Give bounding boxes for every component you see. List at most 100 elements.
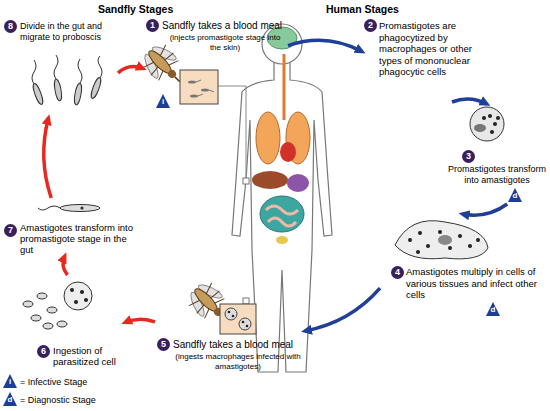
amastigotes [70,288,88,304]
legend-triangle [3,374,17,388]
cycle-arrow [452,99,487,104]
legend-text: = Infective Stage [20,377,87,388]
promastigote-group [31,77,102,106]
stage-group: 2Promastigotes are phagocytized by macro… [362,18,482,102]
amastigote [37,293,47,299]
amastigote [246,325,249,328]
skin-inset [180,70,218,104]
step-number: 6 [37,345,50,358]
step-number: 8 [4,20,17,33]
stage-text: (injects promastigote stage into the ski… [165,33,285,52]
skin-marker [243,298,249,304]
skin-marker [243,178,249,184]
lung [256,112,280,164]
flagella [32,55,102,84]
amastigotes [482,114,500,134]
amastigote [242,321,245,324]
amastigote [458,234,462,238]
cycle-arrow [288,40,362,51]
stage-marker-letter: d [5,395,15,405]
stage-text: Sandfly takes a blood meal [162,20,288,32]
stage-text: (ingests macrophages infected with amast… [175,352,301,371]
amastigote [496,116,500,120]
step-number: 5 [157,338,170,351]
sandfly-legs [143,45,180,82]
step-number: 7 [4,224,17,237]
stomach [287,174,309,192]
amastigote [43,323,53,329]
amastigote [426,244,430,248]
cycle-arrow [305,288,380,331]
flagella [196,80,214,96]
stage-group: 3Promastigotes transform into amastigote… [446,104,548,204]
stage-group: 6Ingestion of parasitized cell [10,275,125,370]
promastigote [60,205,100,212]
amastigote [416,250,420,254]
amastigote [232,315,235,318]
cycle-arrow [118,67,143,73]
skin-inset [220,304,256,334]
stage-marker-letter: d [488,305,498,315]
promastigote [188,81,196,84]
amastigote [493,122,497,126]
stage-text: Divide in the gut and migrate to probosc… [20,21,116,43]
stage-group: 8Divide in the gut and migrate to probos… [2,18,118,118]
intestines [260,196,304,232]
amastigote [448,246,452,250]
cycle-arrow [125,319,155,322]
bladder [276,236,288,244]
heart [280,142,296,162]
section-heading: Human Stages [326,3,399,16]
amastigotes [228,311,249,328]
step-number: 4 [391,266,404,279]
promastigote [190,95,198,98]
stage-text: Promastigotes are phagocytized by macrop… [379,20,482,78]
infected-cell [395,221,488,259]
stage-triangle [156,94,170,108]
stage-marker-letter: i [5,377,15,387]
macrophage [225,308,237,320]
amastigote [468,244,472,248]
amastigote [488,114,492,118]
stage-group: 5Sandfly takes a blood meal(ingests macr… [155,285,305,377]
stage-group: 4Amastigotes multiply in cells of variou… [380,214,545,320]
amastigote [228,311,231,314]
step-number: 1 [146,19,159,32]
promastigote [53,79,63,102]
stage-text: Amastigotes transform into promastigote … [20,222,138,255]
liver [252,171,288,189]
macrophage [239,318,251,330]
promastigote [89,77,102,100]
leader-line [218,86,246,178]
macrophage [470,107,504,141]
promastigote [31,83,44,106]
amastigote [490,130,494,134]
legend-text: = Diagnostic Stage [20,395,96,406]
stage-triangle [508,188,522,202]
amastigote [418,231,422,235]
stage-group: 1Sandfly takes a blood meal(injects prom… [143,18,288,110]
step-number: 2 [364,19,377,32]
cycle-arrow [44,118,52,198]
stage-text: Amastigotes multiply in cells of various… [406,266,544,301]
human-body [232,62,332,372]
nucleus [438,235,452,245]
stage-text: Ingestion of parasitized cell [53,345,123,367]
stage-group: 7Amastigotes transform into promastigote… [4,198,139,256]
amastigote [438,230,442,234]
amastigote [31,315,41,321]
stage-marker-letter: d [510,191,520,201]
nucleus [474,124,486,132]
cycle-arrow [463,204,508,215]
parasitized-cell [64,282,92,310]
intestine-loops [266,206,298,226]
cycle-arrow [63,256,68,275]
amastigotes [408,230,480,254]
amastigote [84,298,88,302]
trachea [283,54,286,120]
proboscis [175,77,180,82]
amastigote [476,238,480,242]
amastigote [74,300,78,304]
flagellum [38,206,60,210]
